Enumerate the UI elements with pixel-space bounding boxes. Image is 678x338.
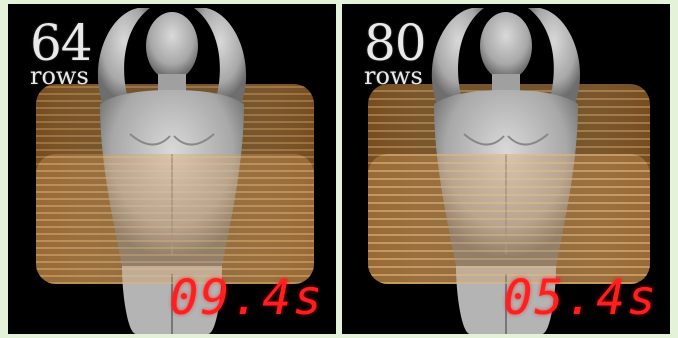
scan-time-display: 09.4s (170, 274, 325, 322)
render-panel-80-rows: 80 rows 05.4s (342, 4, 670, 334)
rows-number: 64 (30, 18, 92, 68)
rows-number: 80 (364, 18, 426, 68)
scan-time-display: 05.4s (504, 274, 659, 322)
render-panel-64-rows: 64 rows 09.4s (8, 4, 336, 334)
rows-label: rows (30, 64, 89, 88)
scan-coil-front (368, 154, 650, 284)
rows-label: rows (364, 64, 423, 88)
scan-coil-front (36, 154, 314, 284)
